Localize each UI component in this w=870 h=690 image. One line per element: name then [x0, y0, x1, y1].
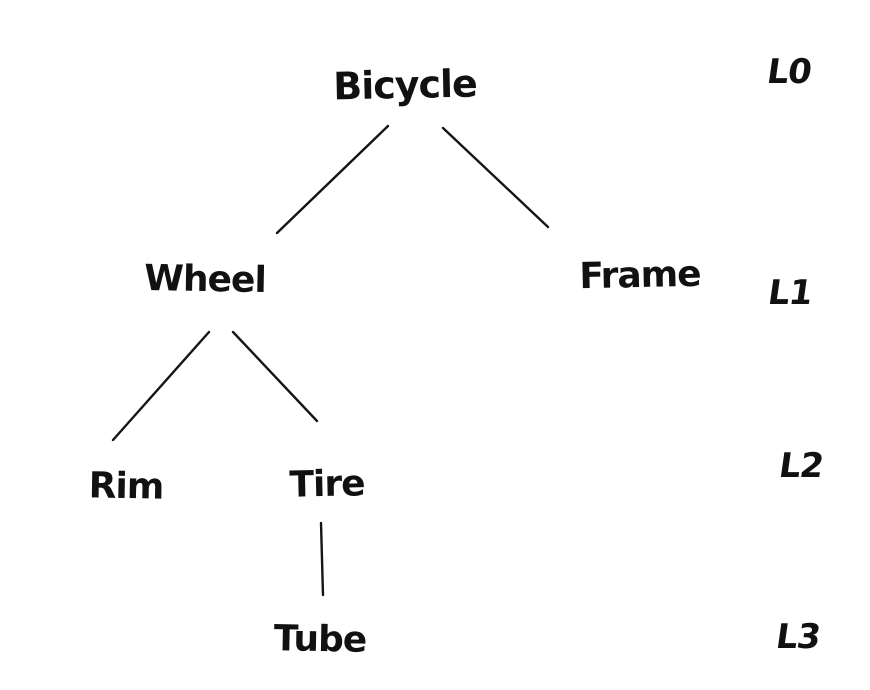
node-tire: Tire — [289, 463, 365, 506]
edge-tire-tube — [319, 521, 325, 597]
node-frame: Frame — [578, 253, 702, 298]
edge-bicycle-wheel — [275, 124, 390, 235]
node-bicycle: Bicycle — [332, 61, 478, 109]
edge-wheel-rim — [111, 330, 211, 442]
node-wheel: Wheel — [143, 257, 267, 302]
level-label-l0: L0 — [764, 52, 814, 92]
level-label-l2: L2 — [776, 446, 826, 486]
node-rim: Rim — [88, 465, 164, 508]
node-tube: Tube — [273, 618, 367, 661]
level-label-l1: L1 — [765, 273, 815, 313]
edge-bicycle-frame — [441, 126, 550, 229]
level-label-l3: L3 — [773, 617, 823, 657]
edge-wheel-tire — [231, 330, 319, 423]
